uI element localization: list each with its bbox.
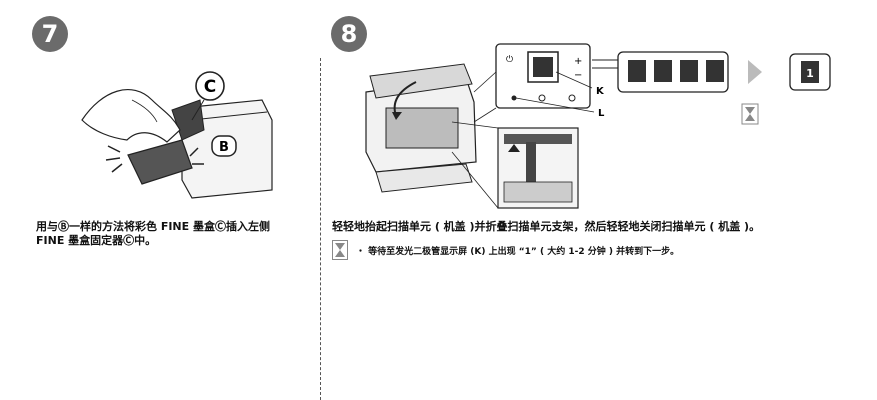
click-burst-icon xyxy=(105,145,123,173)
led-frame-3 xyxy=(680,60,698,82)
step-8-note-text: ・ 等待至发光二极管显示屏 (K) 上出现 “1” ( 大约 1-2 分钟 ) … xyxy=(356,246,680,257)
note-hourglass-icon xyxy=(332,240,348,260)
step-8-badge: 8 xyxy=(331,16,367,52)
step-7-line-1: 用与Ⓑ一样的方法将彩色 FINE 墨盒Ⓒ插入左侧 xyxy=(36,220,270,233)
led-display xyxy=(533,57,553,77)
scanner-close-illustration: ⏻ + − K L 1 xyxy=(365,43,831,209)
label-k: K xyxy=(596,86,605,97)
arrow-up-icon xyxy=(508,144,520,152)
step-8-instruction: 轻轻地抬起扫描单元 ( 机盖 )并折叠扫描单元支架，然后轻轻地关闭扫描单元 ( … xyxy=(332,220,761,233)
label-l: L xyxy=(598,108,605,119)
section-divider xyxy=(320,58,321,400)
led-frame-4 xyxy=(706,60,724,82)
arrow-right-icon xyxy=(748,60,762,84)
plus-button-label: + xyxy=(574,56,582,67)
power-icon: ⏻ xyxy=(506,54,513,65)
led-frame-2 xyxy=(654,60,672,82)
step-7-line-2: FINE 墨盒固定器Ⓒ中。 xyxy=(36,234,157,247)
hand-graphic xyxy=(81,89,181,143)
minus-button-label: − xyxy=(574,70,582,81)
display-value: 1 xyxy=(806,67,814,80)
printer-graphic xyxy=(365,63,477,193)
cartridge-b xyxy=(211,135,237,157)
label-b: B xyxy=(219,140,229,155)
callout-c xyxy=(195,71,225,101)
step-7-badge: 7 xyxy=(32,16,68,52)
label-c: C xyxy=(204,77,216,97)
hourglass-icon xyxy=(741,103,759,125)
step-7-instruction: 用与Ⓑ一样的方法将彩色 FINE 墨盒Ⓒ插入左侧 FINE 墨盒固定器Ⓒ中。 xyxy=(36,220,312,248)
step-8-note: ・ 等待至发光二极管显示屏 (K) 上出现 “1” ( 大约 1-2 分钟 ) … xyxy=(332,238,852,262)
cartridge-insert-illustration: B C xyxy=(81,71,273,199)
led-frame-1 xyxy=(628,60,646,82)
